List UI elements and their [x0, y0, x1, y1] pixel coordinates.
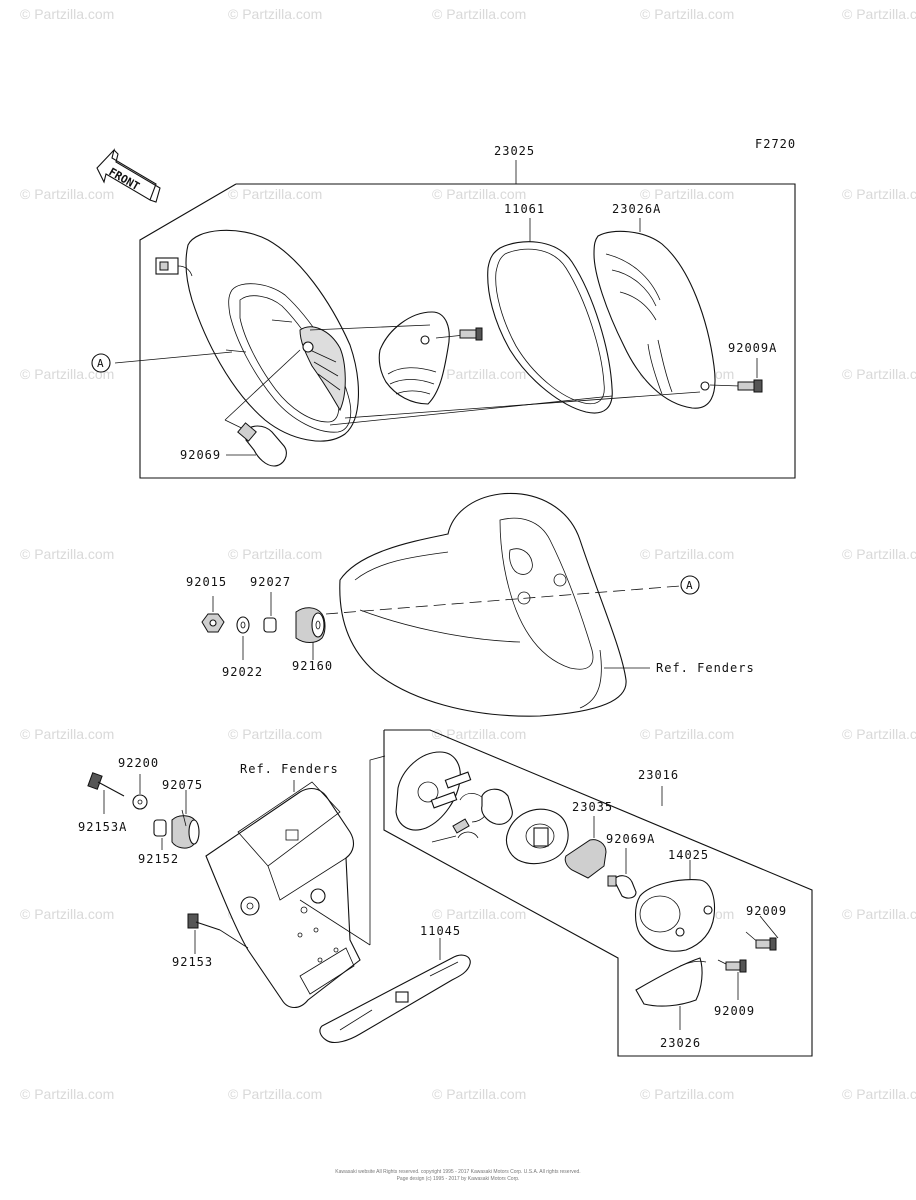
watermark: © Partzilla.com	[228, 546, 323, 562]
watermark: © Partzilla.com	[432, 906, 527, 922]
license-lamp-base	[395, 751, 489, 831]
bulb-92069	[226, 422, 287, 467]
watermark: © Partzilla.com	[842, 546, 916, 562]
watermark: © Partzilla.com	[640, 186, 735, 202]
leader-lines	[181, 809, 187, 827]
watermark: © Partzilla.com	[228, 6, 323, 22]
watermark: © Partzilla.com	[432, 186, 527, 202]
bulb-92069A	[607, 848, 637, 899]
watermark: © Partzilla.com	[228, 186, 323, 202]
part-label-92069: 92069	[180, 448, 222, 462]
part-label-23025: 23025	[494, 144, 536, 158]
watermark: © Partzilla.com	[20, 6, 115, 22]
part-label-92075: 92075	[162, 778, 204, 792]
callout-a-fender: A	[680, 575, 700, 595]
svg-text:A: A	[686, 579, 693, 592]
reflector-piece	[378, 311, 483, 405]
watermark: © Partzilla.com	[20, 1086, 115, 1102]
part-label-92009-lower: 92009	[714, 1004, 756, 1018]
tail-lamp-assembly-box	[139, 160, 796, 479]
watermark: © Partzilla.com	[228, 1086, 323, 1102]
part-label-92009A: 92009A	[728, 341, 778, 355]
svg-text:A: A	[97, 357, 104, 370]
watermark: © Partzilla.com	[20, 186, 115, 202]
copyright-line-1: Kawasaki website All Rights reserved. co…	[335, 1169, 581, 1175]
lens-23026A	[593, 218, 763, 409]
stud-hardware	[201, 592, 326, 660]
watermark: © Partzilla.com	[20, 366, 115, 382]
clip-23035	[564, 816, 607, 879]
watermark: © Partzilla.com	[640, 1086, 735, 1102]
part-label-92153: 92153	[172, 955, 214, 969]
socket-assembly	[431, 788, 569, 865]
watermark: © Partzilla.com	[842, 186, 916, 202]
watermark: © Partzilla.com	[228, 726, 323, 742]
license-lamp-box	[383, 729, 813, 1057]
copyright-line-2: Page design (c) 1995 - 2017 by Kawasaki …	[396, 1176, 520, 1182]
part-label-92009-upper: 92009	[746, 904, 788, 918]
part-label-92200: 92200	[118, 756, 160, 770]
part-label-11045: 11045	[420, 924, 462, 938]
bracket-hardware	[87, 772, 221, 954]
watermark: © Partzilla.com	[20, 546, 115, 562]
watermark: © Partzilla.com	[842, 1086, 916, 1102]
part-label-92069A: 92069A	[606, 832, 656, 846]
part-label-92152: 92152	[138, 852, 180, 866]
watermark: © Partzilla.com	[432, 6, 527, 22]
part-label-14025: 14025	[668, 848, 710, 862]
figure-code: F2720	[755, 137, 797, 151]
part-label-92153A: 92153A	[78, 820, 128, 834]
watermark: © Partzilla.com	[20, 726, 115, 742]
license-plate-bracket-11045	[319, 938, 471, 1043]
callout-a-top: A	[91, 353, 111, 373]
part-label-92160: 92160	[292, 659, 334, 673]
watermark: © Partzilla.com	[842, 366, 916, 382]
watermark: © Partzilla.com	[842, 6, 916, 22]
part-label-92027: 92027	[250, 575, 292, 589]
lamp-cover-14025	[634, 860, 716, 952]
ref-fenders-label-2: Ref. Fenders	[240, 762, 339, 776]
part-label-23035: 23035	[572, 800, 614, 814]
watermark: © Partzilla.com	[640, 546, 735, 562]
part-label-23026: 23026	[660, 1036, 702, 1050]
part-label-92022: 92022	[222, 665, 264, 679]
fender	[325, 492, 681, 717]
watermark: © Partzilla.com	[432, 726, 527, 742]
watermark: © Partzilla.com	[432, 1086, 527, 1102]
part-label-23016: 23016	[638, 768, 680, 782]
ref-fenders-label-1: Ref. Fenders	[656, 661, 755, 675]
license-bracket	[205, 755, 386, 1009]
watermark: © Partzilla.com	[640, 726, 735, 742]
watermark: © Partzilla.com	[432, 366, 527, 382]
gasket-11061	[487, 218, 613, 414]
front-arrow-icon: FRONT	[96, 148, 161, 203]
watermark: © Partzilla.com	[842, 906, 916, 922]
screws-92009	[717, 915, 779, 1000]
part-label-23026A: 23026A	[612, 202, 662, 216]
lens-23026	[635, 957, 707, 1030]
watermark: © Partzilla.com	[640, 6, 735, 22]
watermark: © Partzilla.com	[20, 906, 115, 922]
watermark: © Partzilla.com	[842, 726, 916, 742]
tail-lamp-housing	[155, 229, 359, 442]
part-label-11061: 11061	[504, 202, 546, 216]
part-label-92015: 92015	[186, 575, 228, 589]
